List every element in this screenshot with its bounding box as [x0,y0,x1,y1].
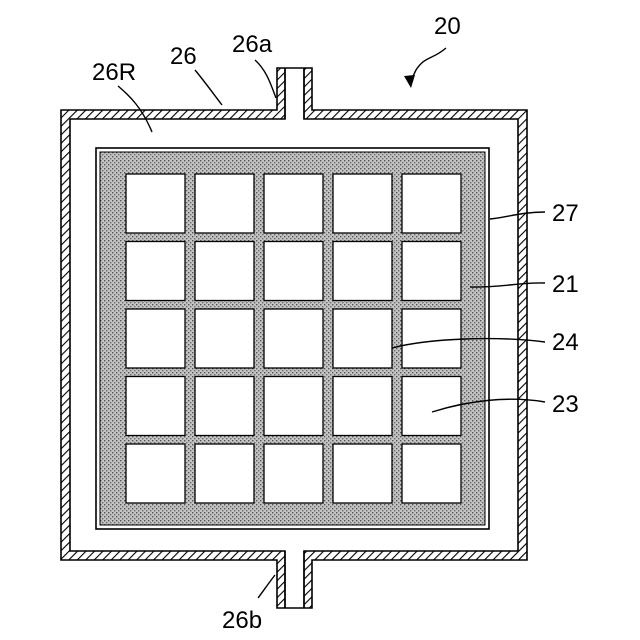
cell-opening [264,309,323,368]
cell-opening [333,242,392,301]
cell-opening [402,242,461,301]
label-frame: 21 [552,271,579,298]
cell-opening [195,444,254,503]
label-cell: 23 [552,391,579,418]
cell-opening [126,309,185,368]
label-grid-bar: 24 [552,329,579,356]
cell-grid [126,174,461,503]
leader-device-arrowhead [404,75,415,88]
label-space: 26R [92,59,136,86]
cell-opening [402,174,461,233]
label-frame-edge: 27 [552,200,579,227]
cell-opening [126,377,185,436]
leader-device [411,48,446,82]
cell-opening [195,377,254,436]
leader-housing [195,70,222,105]
leader-space [118,86,152,132]
cell-opening [126,242,185,301]
label-inlet: 26a [232,31,273,58]
label-device: 20 [434,13,461,40]
cell-opening [402,309,461,368]
cell-opening [264,242,323,301]
cell-opening [333,377,392,436]
cell-opening [195,174,254,233]
cell-opening [126,174,185,233]
cell-opening [333,174,392,233]
cell-opening [264,377,323,436]
cell-opening [195,242,254,301]
label-outlet: 26b [222,607,262,634]
leader-inlet [255,60,276,98]
cell-opening [264,174,323,233]
label-housing: 26 [170,43,197,70]
leader-outlet [258,575,275,598]
cell-opening [333,444,392,503]
cell-opening [264,444,323,503]
cell-opening [126,444,185,503]
cell-opening [402,444,461,503]
cell-opening [195,309,254,368]
cell-opening [333,309,392,368]
